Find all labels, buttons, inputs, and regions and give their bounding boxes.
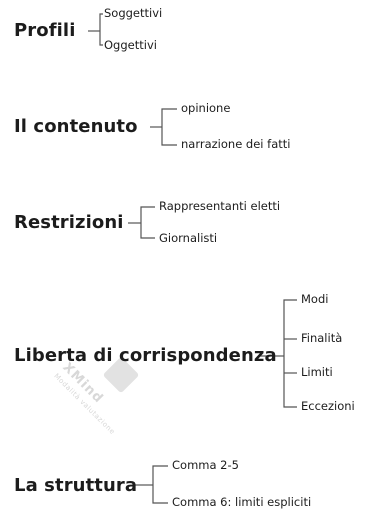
subtopic-narrazione-dei-fatti: narrazione dei fatti — [181, 137, 291, 151]
subtopic-finalita: Finalità — [301, 331, 343, 345]
topic-la-struttura: La struttura — [14, 475, 138, 496]
topic-il-contenuto: Il contenuto — [14, 116, 138, 137]
subtopic-oggettivi: Oggettivi — [104, 38, 157, 52]
subtopic-opinione: opinione — [181, 101, 231, 115]
topic-liberta-di-corrispondenza: Liberta di corrispondenza — [14, 345, 277, 366]
subtopic-comma-2-5: Comma 2-5 — [172, 458, 239, 472]
topic-restrizioni: Restrizioni — [14, 212, 124, 233]
topic-profili: Profili — [14, 20, 76, 41]
subtopic-soggettivi: Soggettivi — [104, 6, 163, 20]
subtopic-comma-6: Comma 6: limiti espliciti — [172, 495, 312, 509]
subtopic-modi: Modi — [301, 292, 329, 306]
subtopic-giornalisti: Giornalisti — [159, 231, 218, 245]
subtopic-limiti: Limiti — [301, 365, 333, 379]
subtopic-rappresentanti-eletti: Rappresentanti eletti — [159, 199, 281, 213]
subtopic-eccezioni: Eccezioni — [301, 399, 355, 413]
